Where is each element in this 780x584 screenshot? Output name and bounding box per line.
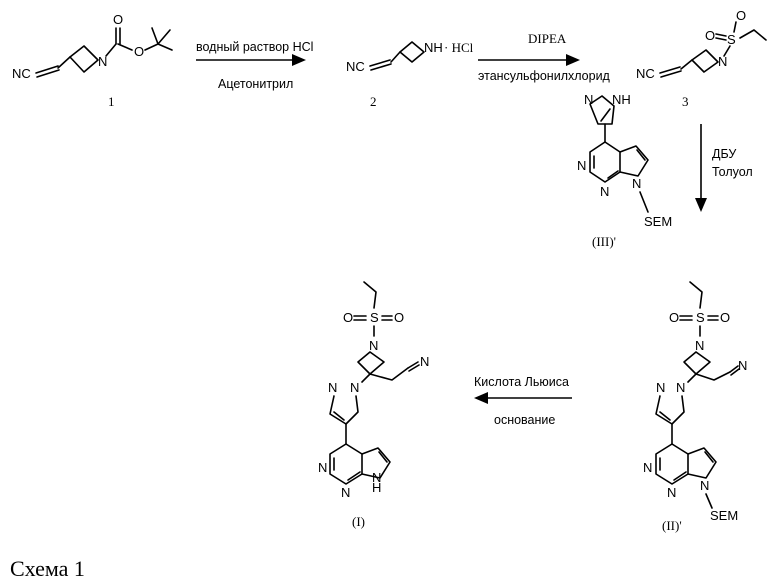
compound-ii: S O O N N N N N N N SEM (II)' — [643, 282, 747, 533]
atom-n: N — [695, 338, 704, 353]
atom-n: N — [718, 54, 727, 69]
atom-nc: NC — [636, 66, 655, 81]
compound-1: NC N O O 1 — [12, 12, 172, 109]
label-compound-2: 2 — [370, 94, 377, 109]
atom-sem: SEM — [644, 214, 672, 229]
atom-n: N — [318, 460, 327, 475]
atom-o: O — [669, 310, 679, 325]
compound-2: NC NH · HCl 2 — [346, 40, 474, 109]
label-compound-ii: (II)' — [662, 518, 682, 533]
atom-sem: SEM — [710, 508, 738, 523]
reagent-step3-bottom: Толуол — [712, 165, 753, 179]
atom-n: N — [700, 478, 709, 493]
compound-3: NC N S O O 3 — [636, 8, 766, 109]
reagent-step2-top: DIPEA — [528, 31, 567, 46]
atom-s: S — [727, 32, 736, 47]
label-compound-iii: (III)' — [592, 234, 616, 249]
atom-n: N — [738, 358, 747, 373]
atom-n: N — [328, 380, 337, 395]
label-compound-3: 3 — [682, 94, 689, 109]
arrow-step1: водный раствор HCl Ацетонитрил — [196, 40, 313, 91]
reagent-step1-bottom: Ацетонитрил — [218, 77, 293, 91]
atom-o: O — [736, 8, 746, 23]
atom-n: N — [656, 380, 665, 395]
label-compound-i: (I) — [352, 514, 365, 529]
atom-nc: NC — [346, 59, 365, 74]
atom-o: O — [705, 28, 715, 43]
atom-n: N — [341, 485, 350, 500]
atom-o: O — [113, 12, 123, 27]
atom-n: N — [372, 470, 381, 485]
atom-n: N — [600, 184, 609, 199]
atom-n: N — [676, 380, 685, 395]
atom-o: O — [394, 310, 404, 325]
atom-n: N — [369, 338, 378, 353]
atom-n: N — [577, 158, 586, 173]
atom-n: N — [643, 460, 652, 475]
atom-nc: NC — [12, 66, 31, 81]
atom-nh: NH — [612, 92, 631, 107]
atom-o: O — [134, 44, 144, 59]
reagent-step2-bottom: этансульфонилхлорид — [478, 69, 611, 83]
atom-s: S — [696, 310, 705, 325]
atom-o: O — [343, 310, 353, 325]
atom-s: S — [370, 310, 379, 325]
compound-iii: N NH N N N SEM (III)' — [577, 92, 672, 249]
atom-nh: NH — [424, 40, 443, 55]
arrow-step4: Кислота Льюиса основание — [474, 375, 572, 427]
atom-n: N — [667, 485, 676, 500]
reagent-step3-top: ДБУ — [712, 147, 736, 161]
arrow-step2: DIPEA этансульфонилхлорид — [478, 31, 611, 83]
atom-hcl: · HCl — [444, 40, 474, 55]
reagent-step4-top: Кислота Льюиса — [474, 375, 569, 389]
atom-n: N — [632, 176, 641, 191]
compound-i: S O O N N N N N N H N (I) — [318, 282, 429, 529]
atom-n: N — [584, 92, 593, 107]
atom-n: N — [350, 380, 359, 395]
label-compound-1: 1 — [108, 94, 115, 109]
arrow-step3: ДБУ Толуол — [695, 124, 753, 212]
reagent-step4-bottom: основание — [494, 413, 555, 427]
reagent-step1-top: водный раствор HCl — [196, 40, 313, 54]
scheme-caption: Схема 1 — [10, 556, 85, 581]
atom-n: N — [420, 354, 429, 369]
atom-o: O — [720, 310, 730, 325]
